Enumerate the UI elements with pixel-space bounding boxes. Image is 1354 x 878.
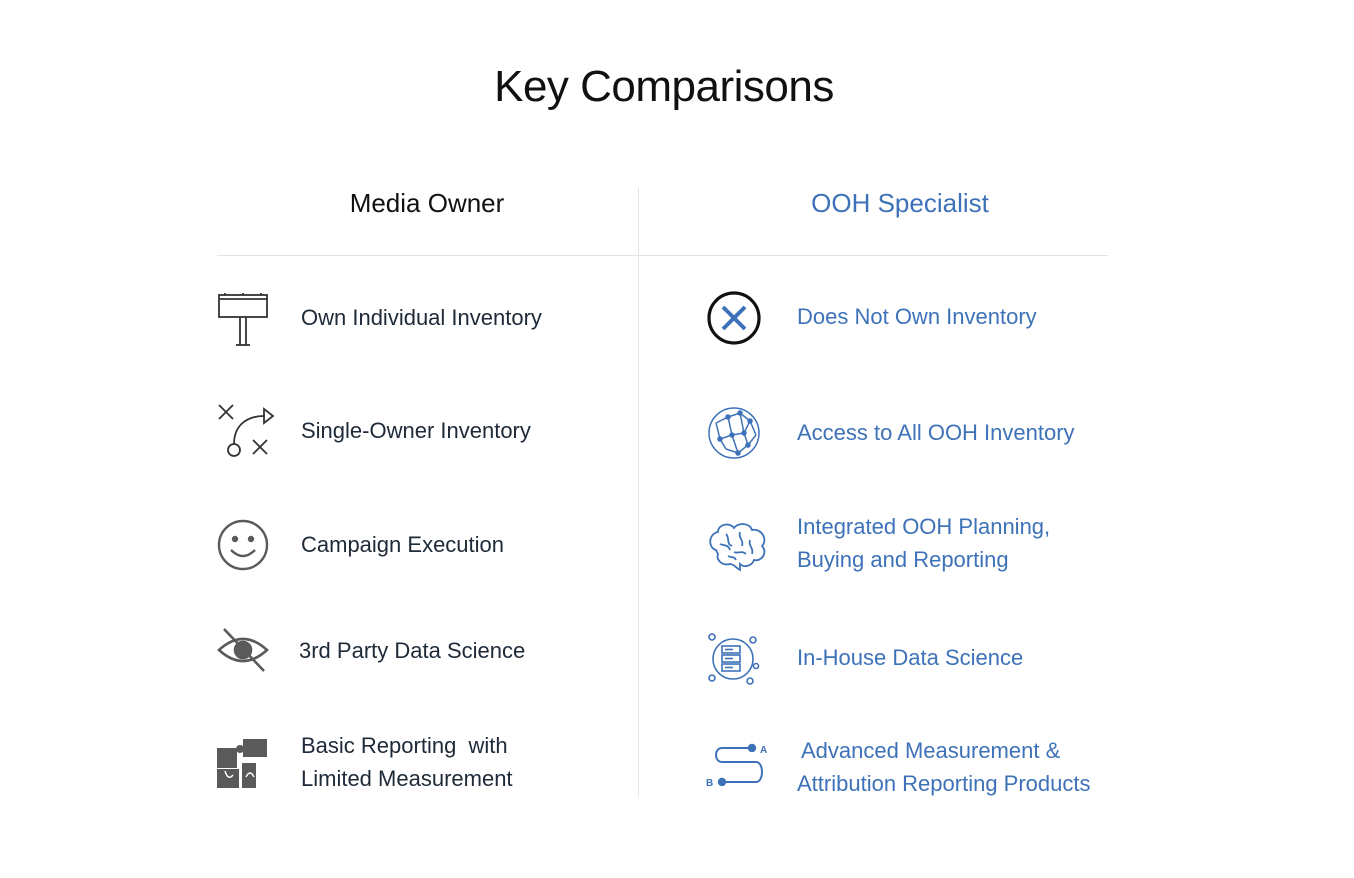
svg-text:B: B <box>706 778 713 788</box>
left-item-label-5: Basic Reporting with Limited Measurement <box>301 733 513 791</box>
smiley-face-icon <box>217 519 269 571</box>
network-globe-icon <box>708 407 760 459</box>
left-item-label-4: 3rd Party Data Science <box>299 638 526 663</box>
column-divider <box>638 188 639 797</box>
strategy-play-icon <box>218 404 275 457</box>
billboard-icon <box>218 293 268 346</box>
right-item-label-4: In-House Data Science <box>797 645 1024 670</box>
right-item-label-2: Access to All OOH Inventory <box>797 420 1075 445</box>
right-item-label-5: Advanced Measurement & Attribution Repor… <box>797 738 1091 796</box>
page-title: Key Comparisons <box>494 62 834 111</box>
puzzle-pieces-icon <box>217 739 267 788</box>
svg-text:A: A <box>760 745 767 756</box>
right-item-label-1: Does Not Own Inventory <box>797 304 1037 329</box>
left-item-label-1: Own Individual Inventory <box>301 305 542 330</box>
eye-slash-icon <box>217 628 269 672</box>
left-item-label-2: Single-Owner Inventory <box>301 418 531 443</box>
route-a-to-b-icon: A B <box>706 743 767 788</box>
x-circle-icon <box>707 291 761 345</box>
right-item-label-3: Integrated OOH Planning, Buying and Repo… <box>797 514 1051 572</box>
data-server-globe-icon <box>708 633 760 685</box>
column-heading-media-owner: Media Owner <box>349 188 505 218</box>
left-item-label-3: Campaign Execution <box>301 532 505 557</box>
header-divider <box>217 255 1108 256</box>
column-heading-ooh-specialist: OOH Specialist <box>811 188 989 218</box>
brain-icon <box>709 523 766 572</box>
